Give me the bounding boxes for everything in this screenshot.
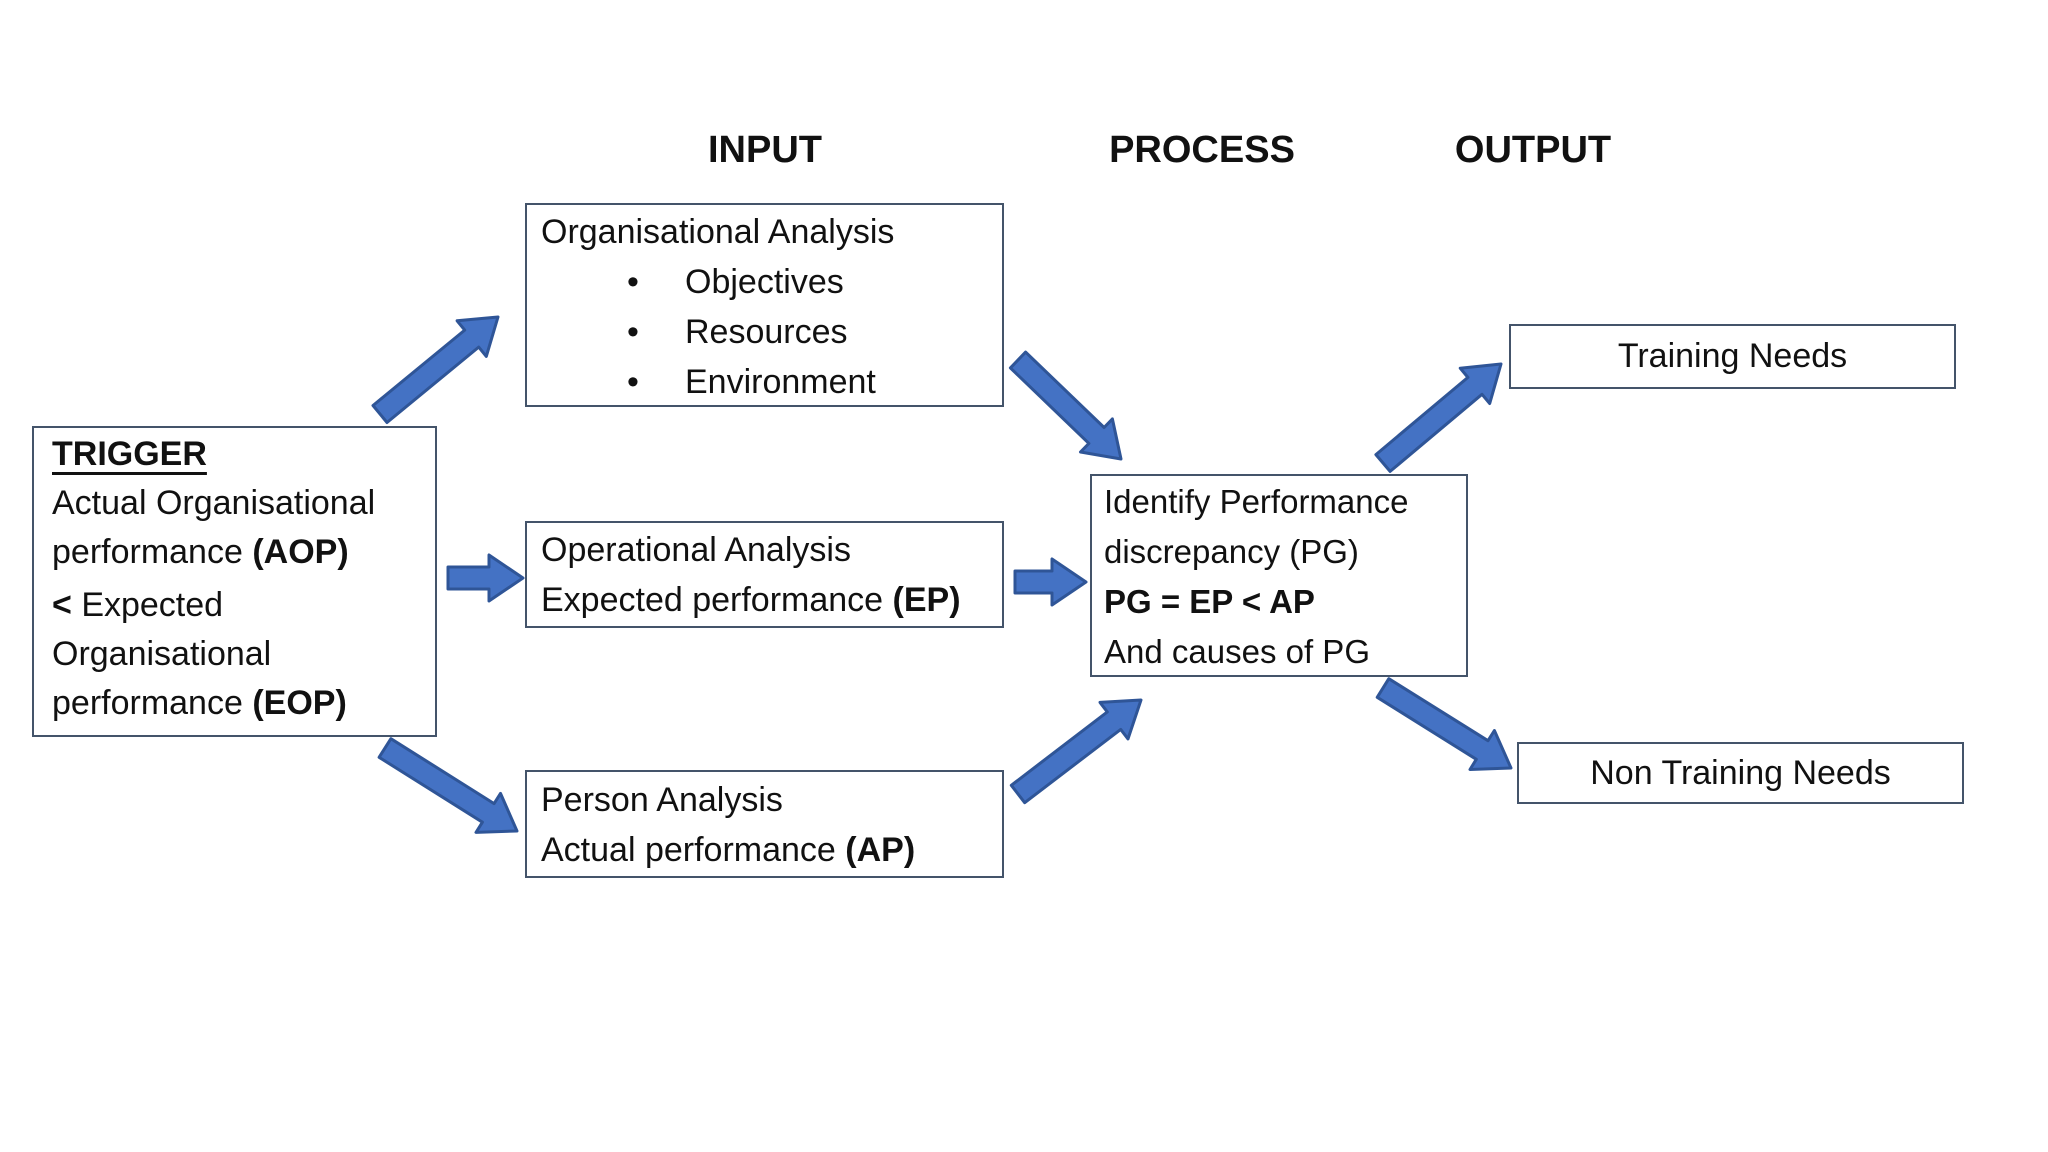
trigger-line: < Expected [52,586,224,624]
operational-analysis-box: Operational Analysis Expected performanc… [525,521,1004,628]
bullet-item: Objectives [541,257,1002,307]
bullet-item: Environment [541,357,1002,407]
arrow-trigger-to-person-analysis [377,737,519,834]
column-header-input: INPUT [708,129,822,171]
organisational-analysis-box: Organisational Analysis Objectives Resou… [525,203,1004,407]
bullet-item: Resources [541,307,1002,357]
trigger-line: Organisational [52,635,272,673]
process-line: discrepancy (PG) [1104,533,1359,570]
trigger-line: Actual Organisational [52,484,376,522]
arrow-operational-analysis-to-process [1013,557,1088,607]
arrow-process-to-training-needs [1374,362,1503,473]
trigger-line: performance (AOP) [52,533,349,571]
trigger-line: performance (EOP) [52,684,347,722]
training-needs-box: Training Needs [1509,324,1956,389]
non-training-needs-box: Non Training Needs [1517,742,1964,804]
process-line: Identify Performance [1104,483,1409,520]
arrow-process-to-non-training-needs [1375,677,1513,771]
operational-analysis-title: Operational Analysis [541,531,851,569]
process-line: PG = EP < AP [1104,583,1315,620]
arrow-trigger-to-operational-analysis [446,553,525,603]
person-analysis-line: Actual performance (AP) [541,831,916,869]
process-box: Identify Performance discrepancy (PG) PG… [1090,474,1468,677]
arrow-trigger-to-organisational-analysis [371,315,500,424]
person-analysis-title: Person Analysis [541,781,783,819]
trigger-box: TRIGGER Actual Organisational performanc… [32,426,437,737]
trigger-title: TRIGGER [52,435,207,473]
arrow-organisational-analysis-to-process [1008,350,1123,461]
column-header-process: PROCESS [1109,129,1295,171]
person-analysis-box: Person Analysis Actual performance (AP) [525,770,1004,878]
process-line: And causes of PG [1104,633,1370,670]
operational-analysis-line: Expected performance (EP) [541,581,961,619]
arrow-person-analysis-to-process [1009,698,1143,805]
organisational-analysis-title: Organisational Analysis [541,213,895,251]
column-header-output: OUTPUT [1454,129,1612,171]
